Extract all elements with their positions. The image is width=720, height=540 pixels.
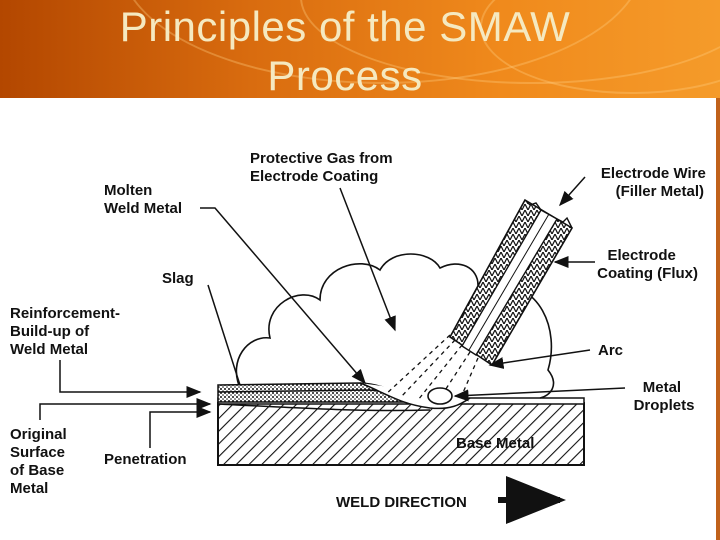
leader-slag bbox=[207, 284, 241, 386]
label-weld-direction: WELD DIRECTION bbox=[336, 494, 467, 511]
slide-title: Principles of the SMAW Process bbox=[0, 2, 690, 100]
label-protective-gas: Protective Gas from Electrode Coating bbox=[250, 150, 397, 185]
label-electrode-coating: Electrode Coating (Flux) bbox=[597, 247, 698, 282]
label-metal-droplets-line-2: Droplets bbox=[634, 397, 695, 414]
label-reinforcement-line-3: Weld Metal bbox=[10, 341, 88, 358]
label-protective-gas-line-1: Protective Gas from bbox=[250, 150, 393, 167]
label-electrode-coating-line-1: Electrode bbox=[607, 247, 675, 264]
label-metal-droplets-line-1: Metal bbox=[643, 379, 681, 396]
penetration-indicator bbox=[217, 403, 431, 412]
leader-electrode-wire bbox=[559, 176, 586, 207]
label-electrode-wire-line-2: (Filler Metal) bbox=[616, 183, 704, 200]
leader-protective-gas bbox=[339, 187, 396, 332]
label-original-surface-line-1: Original bbox=[10, 426, 67, 443]
label-electrode-wire-line-1: Electrode Wire bbox=[601, 165, 706, 182]
label-original-surface-line-3: of Base bbox=[10, 462, 64, 479]
label-penetration: Penetration bbox=[104, 451, 187, 468]
label-original-surface-line-4: Metal bbox=[10, 480, 48, 497]
shielding-gas-cloud bbox=[235, 253, 555, 399]
label-base-metal: Base Metal bbox=[456, 435, 534, 452]
leader-penetration bbox=[149, 406, 212, 448]
label-molten-weld-metal: Molten Weld Metal bbox=[104, 182, 182, 217]
label-arc: Arc bbox=[598, 342, 623, 359]
slide-edge-strip bbox=[716, 98, 720, 540]
leader-metal-droplets bbox=[453, 387, 626, 402]
slide-title-line-1: Principles of the SMAW bbox=[119, 3, 571, 50]
label-original-surface: Original Surface of Base Metal bbox=[10, 426, 71, 497]
leader-lines bbox=[39, 176, 626, 448]
metal-droplet bbox=[427, 387, 453, 405]
label-slag: Slag bbox=[162, 270, 194, 287]
label-metal-droplets: Metal Droplets bbox=[634, 379, 695, 414]
base-metal-plate bbox=[217, 397, 585, 466]
slide-title-line-2: Process bbox=[267, 52, 423, 99]
smaw-process-diagram: Protective Gas from Electrode Coating Mo… bbox=[10, 150, 710, 524]
electrode bbox=[448, 198, 574, 367]
label-reinforcement-line-1: Reinforcement- bbox=[10, 305, 120, 322]
arc-cone bbox=[384, 334, 479, 401]
label-molten-weld-metal-line-2: Weld Metal bbox=[104, 200, 182, 217]
label-electrode-wire: Electrode Wire (Filler Metal) bbox=[601, 165, 710, 200]
leader-reinforcement bbox=[59, 360, 202, 398]
leader-original-surface bbox=[39, 398, 212, 420]
leader-arc bbox=[488, 349, 591, 369]
leader-molten-weld-metal bbox=[200, 207, 366, 385]
label-molten-weld-metal-line-1: Molten bbox=[104, 182, 152, 199]
label-original-surface-line-2: Surface bbox=[10, 444, 65, 461]
slide-body bbox=[0, 98, 720, 540]
label-protective-gas-line-2: Electrode Coating bbox=[250, 168, 378, 185]
label-reinforcement: Reinforcement- Build-up of Weld Metal bbox=[10, 305, 124, 358]
slide-header: Principles of the SMAW Process bbox=[0, 0, 720, 100]
label-reinforcement-line-2: Build-up of bbox=[10, 323, 90, 340]
label-electrode-coating-line-2: Coating (Flux) bbox=[597, 265, 698, 282]
